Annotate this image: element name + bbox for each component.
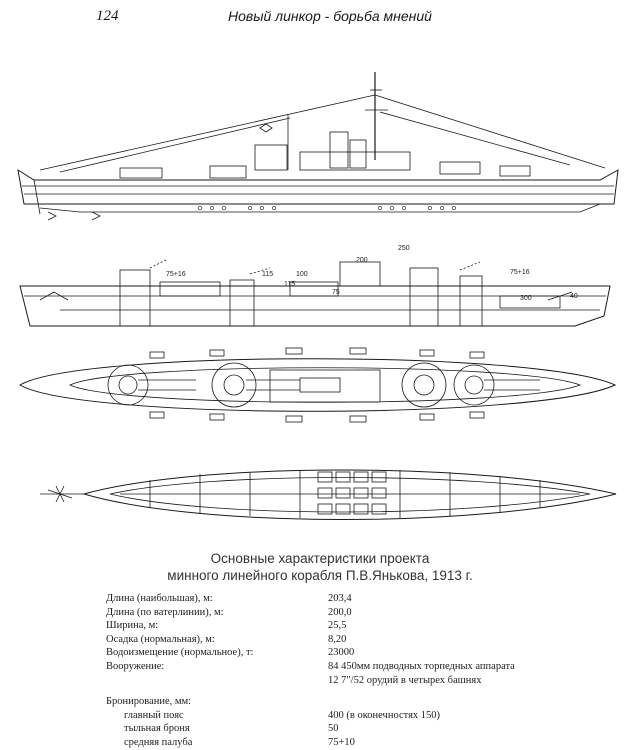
page-header: 124 Новый линкор - борьба мнений xyxy=(0,0,640,40)
armor-row: тыльная броня 50 xyxy=(106,722,626,736)
spec-label: Длина (наибольшая), м: xyxy=(106,593,213,604)
section-drawing xyxy=(19,259,611,327)
ship-drawings-svg: 75+16 75+16 115 100 115 75 250 200 300 4… xyxy=(17,72,619,520)
spec-row: Осадка (нормальная), м: 8,20 xyxy=(106,633,626,647)
figure-caption: Основные характеристики проекта минного … xyxy=(0,550,640,584)
armor-value: 50 xyxy=(328,723,339,735)
spec-value: 23000 xyxy=(328,647,355,659)
spec-value: 84 450мм подводных торпедных аппарата xyxy=(328,660,515,672)
spec-value: 200,0 xyxy=(328,606,352,618)
armor-label: главный пояс xyxy=(124,709,184,721)
spec-value: 203,4 xyxy=(328,593,352,604)
dim-label-a: 75+16 xyxy=(166,271,186,278)
spec-row: Длина (наибольшая), м: 203,4 xyxy=(106,592,626,606)
spec-label: Ширина, м: xyxy=(106,620,159,632)
spec-row: 12 7"/52 орудий в четырех башнях xyxy=(106,674,626,688)
deck-plan-drawing xyxy=(19,347,617,423)
running-title: Новый линкор - борьба мнений xyxy=(228,8,432,24)
dim-label-j: 40 xyxy=(570,293,578,300)
spec-row: Длина (по ватерлинии), м: 200,0 xyxy=(106,606,626,620)
spec-label: Осадка (нормальная), м: xyxy=(106,633,215,645)
ship-drawings: 75+16 75+16 115 100 115 75 250 200 300 4… xyxy=(0,50,640,550)
armor-heading-row: Бронирование, мм: xyxy=(106,695,626,709)
spec-label xyxy=(106,674,328,688)
spec-value: 8,20 xyxy=(328,633,347,645)
dim-label-e: 115 xyxy=(284,281,295,288)
armor-row: средняя палуба 75+10 xyxy=(106,736,626,750)
spec-label: Длина (по ватерлинии), м: xyxy=(106,606,224,618)
page-number: 124 xyxy=(96,8,119,24)
armor-value: 75+10 xyxy=(328,736,355,748)
dim-label-g: 250 xyxy=(398,245,410,252)
spec-label: Водоизмещение (нормальное), т: xyxy=(106,647,254,659)
armor-heading: Бронирование, мм: xyxy=(106,696,192,708)
side-profile-drawing xyxy=(17,72,619,221)
caption-line-2: минного линейного корабля П.В.Янькова, 1… xyxy=(167,568,473,583)
caption-line-1: Основные характеристики проекта xyxy=(210,551,430,566)
spec-value: 12 7"/52 орудий в четырех башнях xyxy=(328,674,482,686)
spec-table: Длина (наибольшая), м: 203,4 Длина (по в… xyxy=(106,592,626,750)
dim-label-c: 115 xyxy=(262,271,273,278)
armor-row: главный пояс 400 (в оконечностях 150) xyxy=(106,709,626,723)
spec-row: Вооружение: 84 450мм подводных торпедных… xyxy=(106,660,626,674)
armor-label: средняя палуба xyxy=(124,736,193,748)
hold-plan-drawing xyxy=(40,469,617,520)
armor-value: 400 (в оконечностях 150) xyxy=(328,709,441,721)
dim-label-h: 200 xyxy=(356,257,368,264)
armor-label: тыльная броня xyxy=(124,723,190,735)
dim-label-i: 300 xyxy=(520,295,532,302)
spec-value: 25,5 xyxy=(328,620,347,632)
dim-label-d: 100 xyxy=(296,271,308,278)
dim-label-f: 75 xyxy=(332,289,340,296)
spec-label: Вооружение: xyxy=(106,660,165,672)
spec-row: Ширина, м: 25,5 xyxy=(106,619,626,633)
dim-label-b: 75+16 xyxy=(510,269,530,276)
spec-row: Водоизмещение (нормальное), т: 23000 xyxy=(106,646,626,660)
